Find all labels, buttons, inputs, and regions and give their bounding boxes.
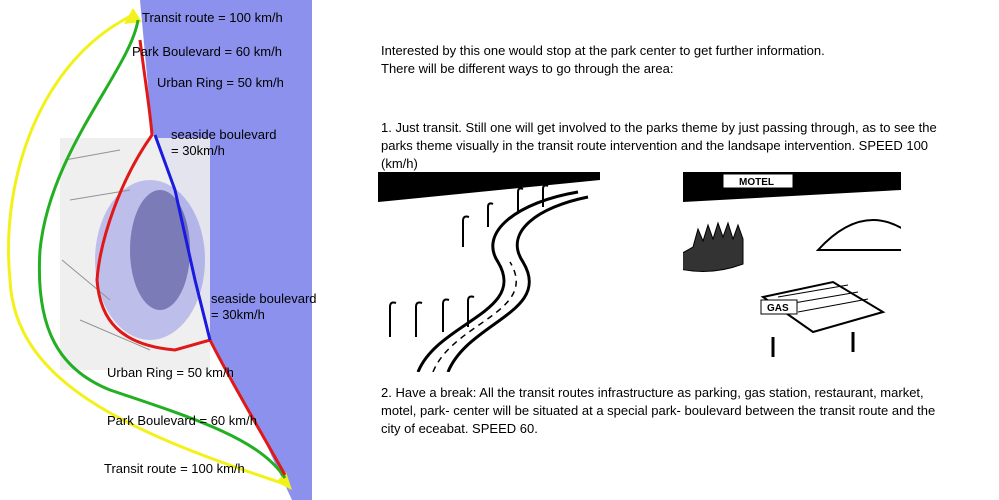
- route-map: [7, 0, 312, 500]
- label-seaside-top-1: seaside boulevard: [171, 127, 277, 142]
- label-transit-bottom: Transit route = 100 km/h: [104, 461, 245, 476]
- park-boulevard-sketch: MOTEL GAS: [683, 172, 901, 357]
- label-seaside-mid-2: = 30km/h: [211, 307, 265, 322]
- arrow-up-icon: [124, 8, 142, 24]
- label-park-top: Park Boulevard = 60 km/h: [132, 44, 282, 59]
- intro-line-1: Interested by this one would stop at the…: [381, 43, 825, 58]
- seaside-boulevard-line: [153, 134, 212, 341]
- label-seaside-mid-1: seaside boulevard: [211, 291, 317, 306]
- option-1-text: 1. Just transit. Still one will get invo…: [381, 120, 937, 171]
- arrow-down-icon: [276, 472, 292, 490]
- intro-text: Interested by this one would stop at the…: [381, 42, 941, 78]
- label-park-bottom: Park Boulevard = 60 km/h: [107, 413, 257, 428]
- transit-route-line: [7, 13, 289, 487]
- label-urban-bottom: Urban Ring = 50 km/h: [107, 365, 234, 380]
- motel-sign: MOTEL: [739, 177, 774, 188]
- sea-area: [140, 0, 312, 500]
- city-map: [60, 138, 210, 370]
- transit-road-sketch: [378, 172, 600, 372]
- gas-sign: GAS: [767, 303, 789, 314]
- label-transit-top: Transit route = 100 km/h: [142, 10, 283, 25]
- intro-line-2: There will be different ways to go throu…: [381, 61, 674, 76]
- label-urban-top: Urban Ring = 50 km/h: [157, 75, 284, 90]
- park-boulevard-line: [37, 19, 287, 479]
- urban-ring-line: [95, 39, 287, 476]
- option-2-text: 2. Have a break: All the transit routes …: [381, 385, 936, 436]
- label-seaside-top-2: = 30km/h: [171, 143, 225, 158]
